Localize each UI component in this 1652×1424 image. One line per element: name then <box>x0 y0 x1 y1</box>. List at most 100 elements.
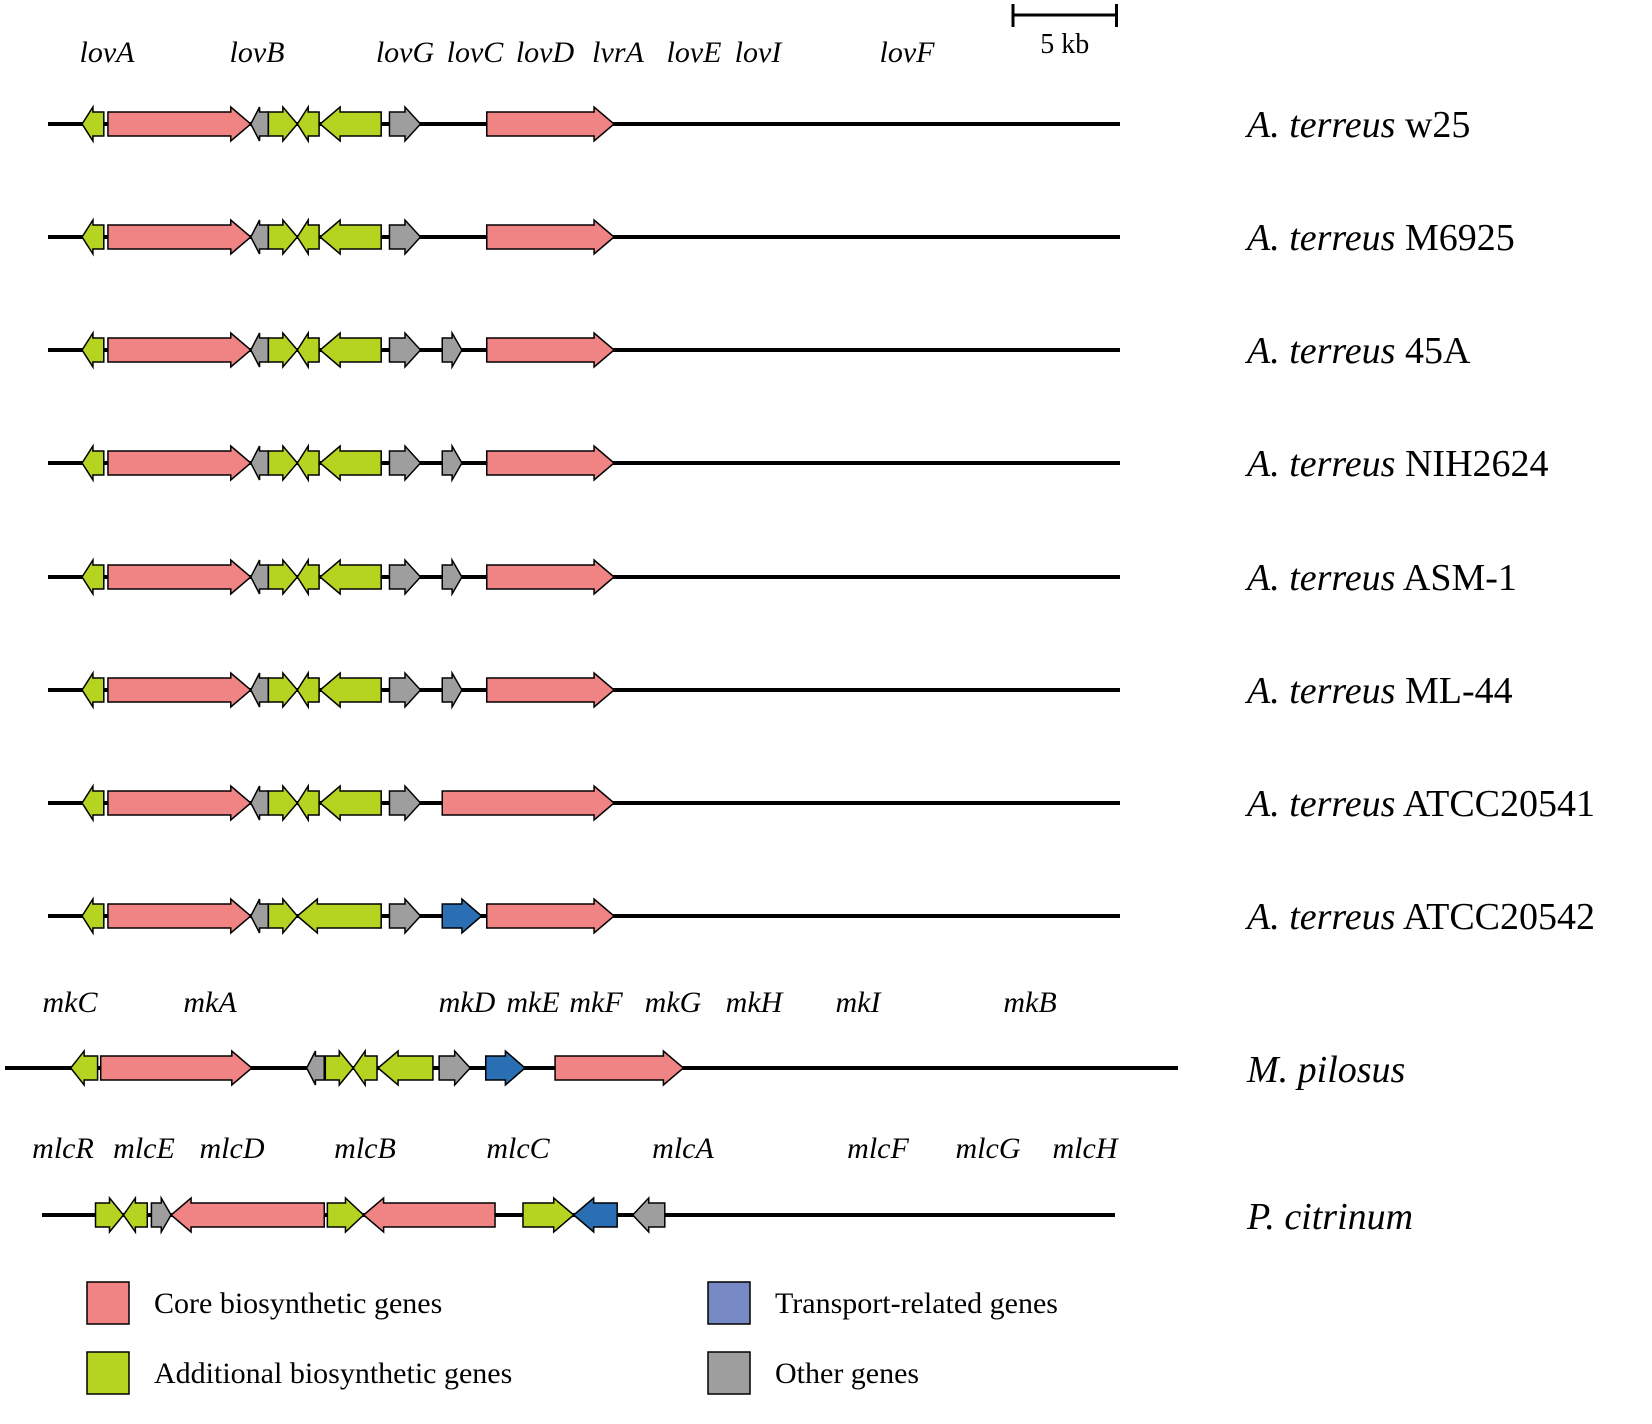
cluster-6: A. terreus ML-44 <box>48 670 1513 712</box>
gene-arrow-additional <box>318 331 382 369</box>
legend-label: Additional biosynthetic genes <box>154 1357 512 1390</box>
gene-arrow-other <box>388 331 422 369</box>
strain-id: M6925 <box>1395 217 1514 259</box>
gene-label: mlcD <box>200 1132 265 1165</box>
gene-arrow-core <box>362 1196 496 1234</box>
gene-arrow-other <box>249 898 270 934</box>
legend-label: Core biosynthetic genes <box>154 1287 442 1320</box>
gene-arrow-additional <box>352 1048 378 1088</box>
strain-label: A. terreus ATCC20541 <box>1244 783 1595 825</box>
legend-item: Core biosynthetic genes <box>86 1281 442 1325</box>
gene-arrow-core <box>107 218 252 256</box>
cluster-7: A. terreus ATCC20541 <box>48 783 1595 825</box>
gene-label: mkH <box>726 986 785 1019</box>
gene-arrow-other <box>249 106 270 142</box>
strain-id: ASM-1 <box>1395 557 1516 599</box>
strain-id: ML-44 <box>1395 670 1512 712</box>
strain-id: w25 <box>1395 104 1470 146</box>
gene-arrow-core <box>486 331 616 369</box>
strain-id: NIH2624 <box>1395 443 1548 485</box>
gene-label: mkE <box>506 986 559 1019</box>
gene-arrow-additional <box>296 330 320 370</box>
gene-label: mkB <box>1003 986 1056 1019</box>
strain-id: ATCC20542 <box>1395 896 1595 938</box>
gene-arrow-other <box>631 1196 666 1234</box>
strain-genus-species: A. terreus <box>1244 896 1395 938</box>
gene-label: mlcE <box>113 1132 175 1165</box>
gene-label: lovD <box>516 36 575 69</box>
gene-arrow-additional <box>296 104 320 144</box>
gene-label: mlcC <box>486 1132 550 1165</box>
gene-arrow-additional <box>522 1196 575 1234</box>
strain-genus-species: P. citrinum <box>1246 1196 1413 1238</box>
gene-arrow-additional <box>296 217 320 257</box>
cluster-2: A. terreus M6925 <box>48 217 1515 259</box>
gene-arrow-other <box>388 105 422 143</box>
gene-arrow-transport <box>572 1196 618 1234</box>
gene-arrow-other <box>388 784 422 822</box>
gene-arrow-additional <box>324 1048 355 1088</box>
gene-arrow-additional <box>318 105 382 143</box>
gene-label: mlcB <box>334 1132 396 1165</box>
gene-arrow-other <box>388 671 422 709</box>
gene-arrow-additional <box>122 1195 149 1235</box>
legend-swatch <box>707 1351 751 1395</box>
gene-label: mkI <box>836 986 883 1019</box>
gene-arrow-additional <box>81 783 105 823</box>
gene-arrow-transport <box>484 1049 527 1087</box>
cluster-5: A. terreus ASM-1 <box>48 557 1517 599</box>
gene-arrow-additional <box>318 444 382 482</box>
gene-arrow-other <box>249 672 270 708</box>
strain-label: A. terreus NIH2624 <box>1244 443 1549 485</box>
gene-arrow-core <box>554 1049 685 1087</box>
gene-arrow-additional <box>267 670 299 710</box>
gene-arrow-additional <box>326 1196 365 1234</box>
gene-arrow-additional <box>296 670 320 710</box>
gene-arrow-other <box>388 444 422 482</box>
gene-arrow-other <box>249 785 270 821</box>
strain-genus-species: M. pilosus <box>1246 1049 1405 1091</box>
gene-label: mlcG <box>956 1132 1021 1165</box>
gene-arrow-additional <box>296 783 320 823</box>
strain-label: A. terreus ASM-1 <box>1244 557 1517 599</box>
gene-arrow-core <box>169 1196 326 1234</box>
gene-label: mkC <box>43 986 99 1019</box>
gene-arrow-other <box>388 558 422 596</box>
gene-arrow-additional <box>69 1048 99 1088</box>
gene-arrow-other <box>441 557 463 597</box>
gene-arrow-additional <box>81 896 105 936</box>
gene-arrow-other <box>150 1195 172 1235</box>
gene-arrow-additional <box>267 104 299 144</box>
legend-label: Transport-related genes <box>775 1287 1058 1320</box>
gene-arrow-core <box>107 105 252 143</box>
gene-arrow-core <box>486 218 616 256</box>
gene-label: mlcA <box>652 1132 714 1165</box>
cluster-3: A. terreus 45A <box>48 330 1471 372</box>
gene-arrow-additional <box>376 1049 434 1087</box>
gene-arrow-core <box>99 1049 253 1087</box>
gene-label: mkF <box>569 986 623 1019</box>
legend-item: Transport-related genes <box>707 1281 1058 1325</box>
strain-label: A. terreus w25 <box>1244 104 1470 146</box>
legend-swatch <box>86 1351 130 1395</box>
gene-arrow-other <box>249 445 270 481</box>
cluster-8: A. terreus ATCC20542 <box>48 896 1595 938</box>
gene-label: lovC <box>447 36 505 69</box>
strain-id: 45A <box>1395 330 1471 372</box>
strain-genus-species: A. terreus <box>1244 217 1395 259</box>
gene-arrow-core <box>107 897 252 935</box>
gene-arrow-additional <box>81 670 105 710</box>
strain-genus-species: A. terreus <box>1244 330 1395 372</box>
gene-arrow-additional <box>81 217 105 257</box>
cluster-4: A. terreus NIH2624 <box>48 443 1549 485</box>
strain-genus-species: A. terreus <box>1244 783 1395 825</box>
gene-arrow-additional <box>267 783 299 823</box>
gene-arrow-additional <box>94 1195 125 1235</box>
gene-label: lovE <box>667 36 722 69</box>
scale-bar: 5 kb <box>1011 4 1118 60</box>
legend: Core biosynthetic genes Transport-related… <box>86 1281 1058 1395</box>
strain-genus-species: A. terreus <box>1244 104 1395 146</box>
strain-label: P. citrinum <box>1246 1196 1413 1238</box>
